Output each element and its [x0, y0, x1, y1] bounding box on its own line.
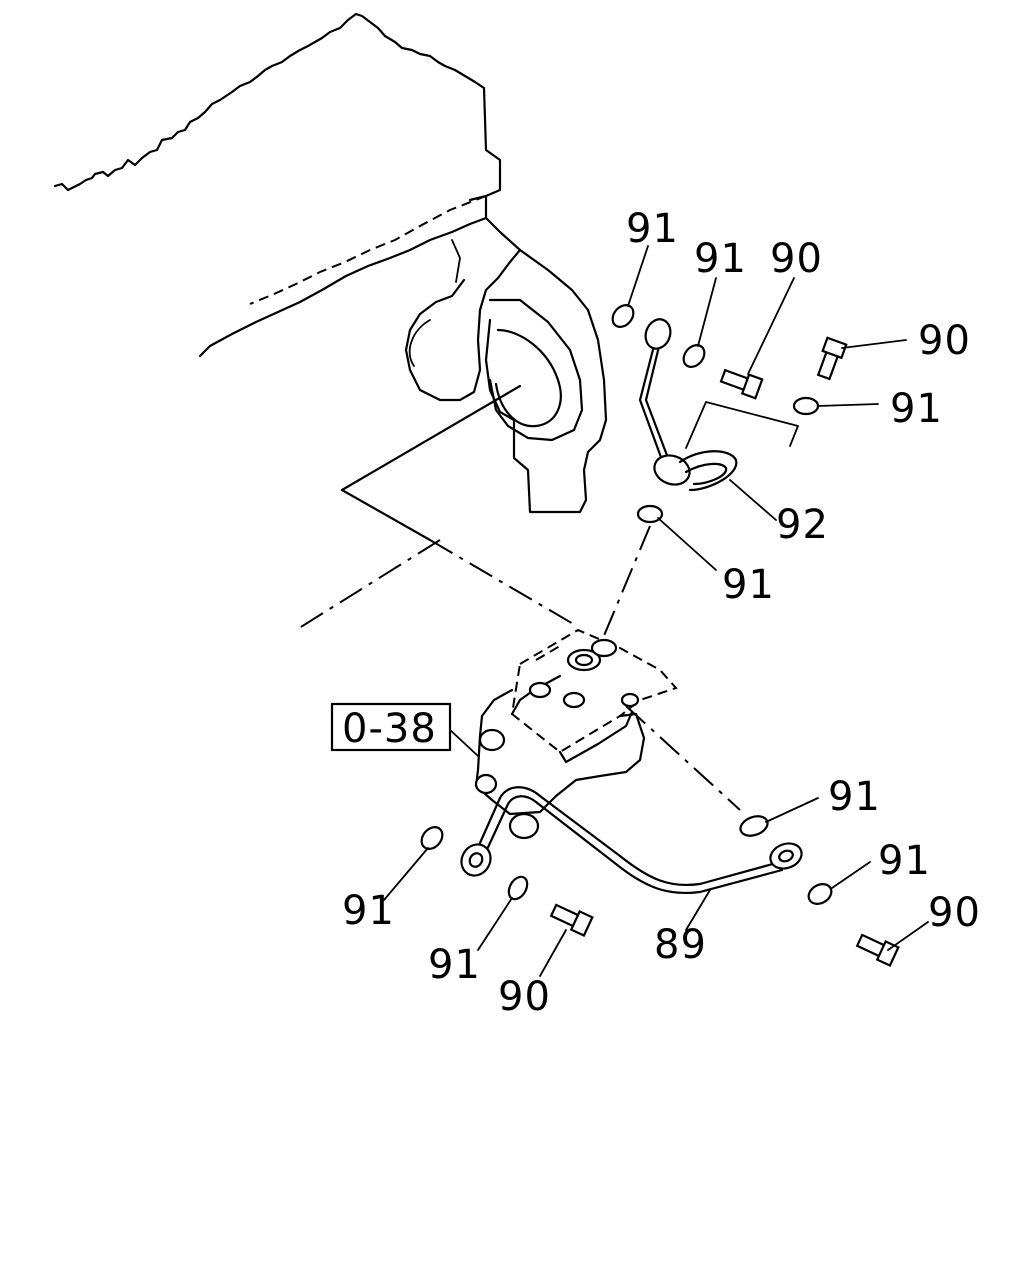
part-label-91: 91 — [722, 562, 775, 608]
part-label-90: 90 — [928, 890, 981, 936]
bolt-90-a — [719, 368, 764, 400]
centerlines — [295, 384, 741, 811]
bolt-90-c — [549, 903, 594, 937]
washer-91-b — [682, 344, 706, 368]
washer-91-e — [739, 815, 769, 837]
washer-91-f — [420, 826, 444, 850]
reference-label: 0-38 — [342, 706, 437, 752]
part-label-91: 91 — [342, 888, 395, 934]
bolts — [549, 336, 900, 967]
part-label-91: 91 — [428, 942, 481, 988]
part-label-91: 91 — [694, 236, 747, 282]
washer-91-h — [807, 883, 833, 905]
washer-91-d — [636, 504, 664, 524]
engine-block — [53, 12, 608, 514]
washers — [420, 304, 833, 905]
pump-body — [474, 628, 678, 840]
oil-pipe-92 — [638, 318, 799, 492]
oil-pipe-89 — [460, 786, 803, 895]
part-label-90: 90 — [918, 318, 971, 364]
bolt-90-d — [855, 933, 900, 967]
part-label-90: 90 — [498, 974, 551, 1020]
bolt-90-b — [816, 336, 848, 381]
leader-lines — [383, 245, 929, 977]
washer-91-a — [611, 304, 635, 328]
washer-91-g — [507, 875, 529, 901]
part-label-89: 89 — [654, 922, 707, 968]
part-label-90: 90 — [770, 236, 823, 282]
part-label-91: 91 — [828, 774, 881, 820]
part-label-91: 91 — [626, 206, 679, 252]
reference-box — [330, 702, 452, 752]
washer-91-c — [792, 396, 820, 416]
part-label-92: 92 — [776, 502, 829, 548]
part-label-91: 91 — [878, 838, 931, 884]
part-label-91: 91 — [890, 386, 943, 432]
